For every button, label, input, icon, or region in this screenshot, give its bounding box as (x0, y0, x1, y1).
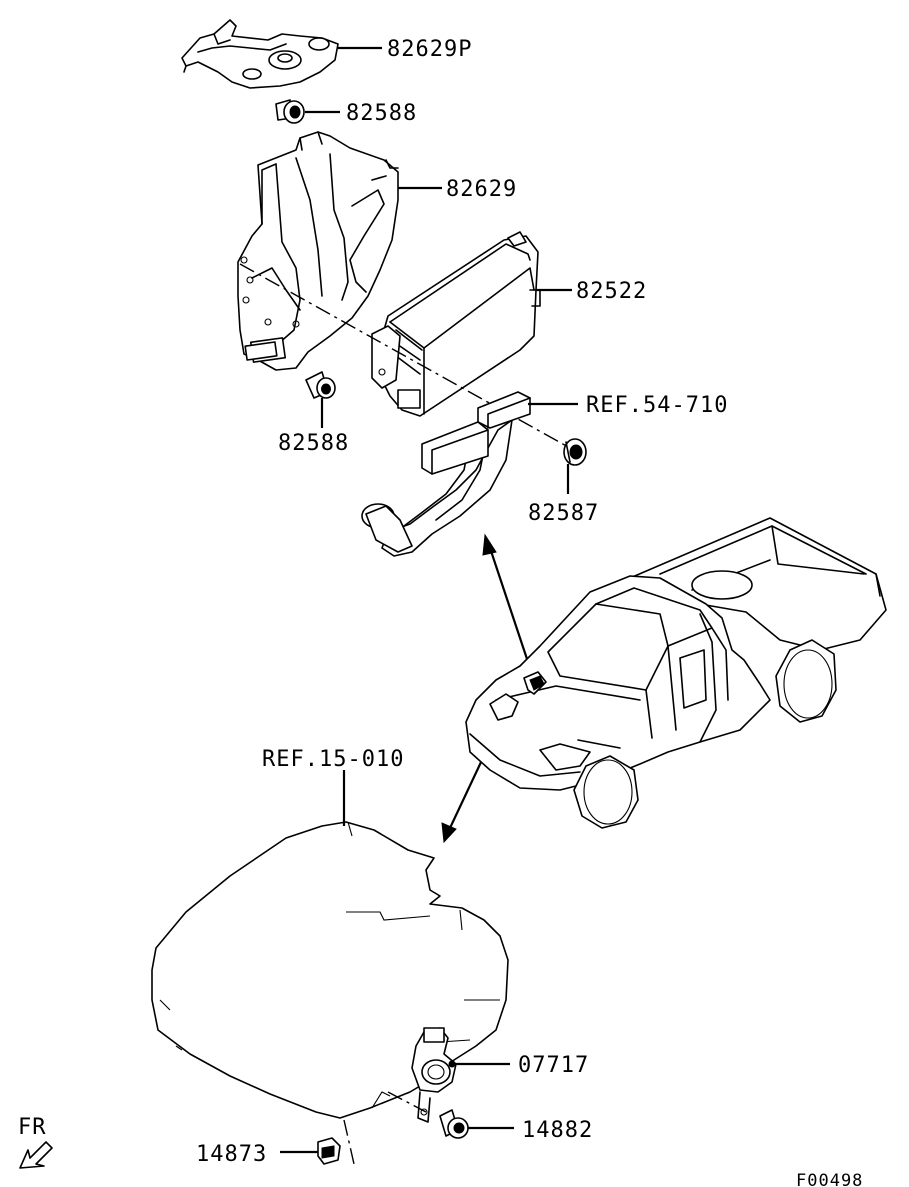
vehicle-pickup (465, 517, 887, 829)
label-14873: 14873 (196, 1142, 267, 1167)
clip-part (317, 1119, 355, 1165)
label-82588-lower: 82588 (278, 431, 349, 456)
location-arrow-upper (482, 533, 532, 669)
front-arrow-icon (19, 1141, 53, 1169)
lower-bolt-part (305, 371, 336, 399)
label-14882: 14882 (522, 1118, 593, 1143)
label-07717: 07717 (518, 1053, 589, 1078)
sensor-part (387, 1027, 457, 1123)
upper-bracket-part (181, 19, 339, 89)
figure-code: F00498 (796, 1171, 863, 1187)
label-ref-15-010: REF.15-010 (262, 747, 404, 772)
main-bracket-part (237, 131, 399, 371)
label-82588-upper: 82588 (346, 101, 417, 126)
front-direction-indicator: FR (18, 1115, 53, 1169)
label-82587: 82587 (528, 501, 599, 526)
upper-bolt-part (275, 99, 305, 124)
label-82629P: 82629P (387, 37, 472, 62)
nut-part (563, 438, 587, 466)
label-ref-54-710: REF.54-710 (586, 393, 728, 418)
harness-part (361, 391, 531, 557)
label-82629: 82629 (446, 177, 517, 202)
ecu-part (371, 231, 541, 417)
label-82522: 82522 (576, 279, 647, 304)
sensor-bolt-part (439, 1109, 469, 1139)
front-label: FR (18, 1115, 47, 1140)
